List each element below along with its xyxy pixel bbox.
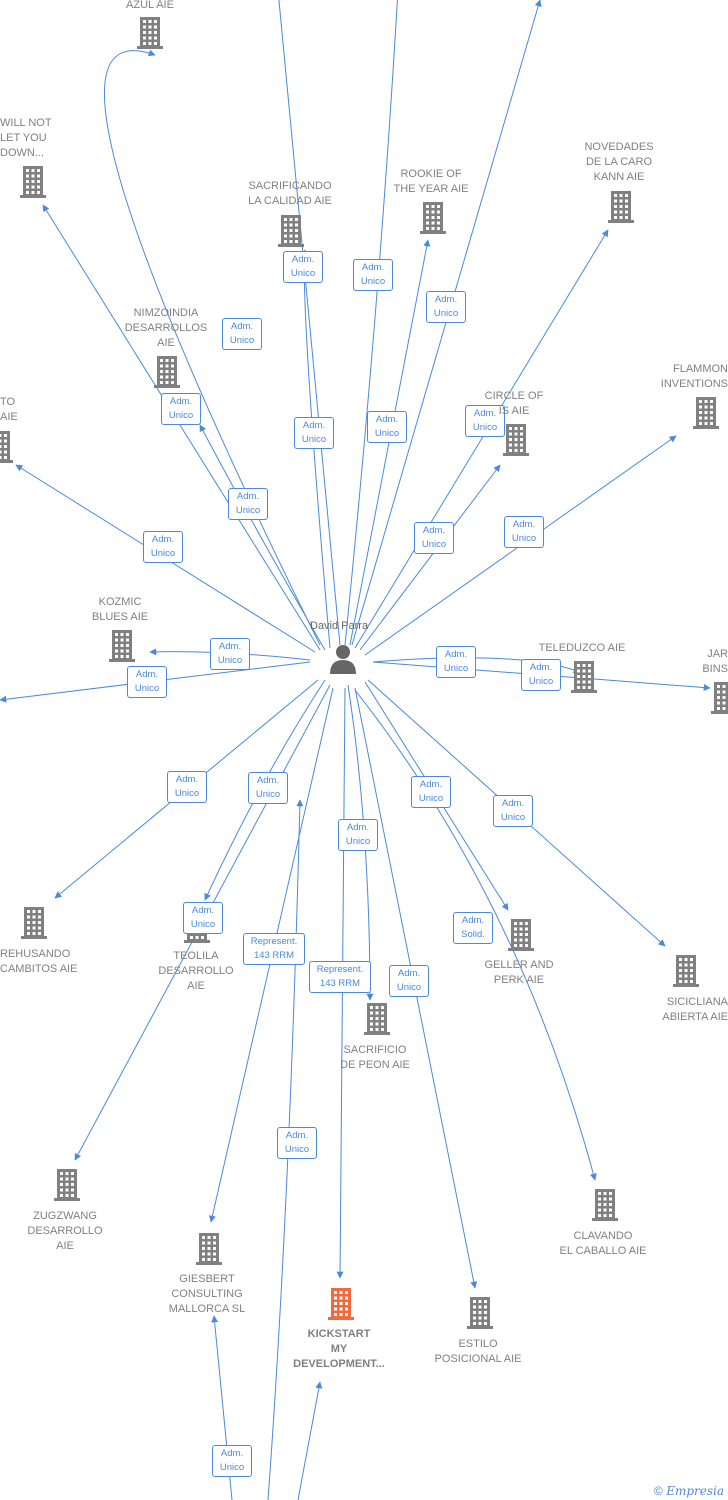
- edge-label[interactable]: Adm. Unico: [493, 795, 533, 827]
- edge-label[interactable]: Adm. Unico: [222, 318, 262, 350]
- edge-label[interactable]: Adm. Unico: [338, 819, 378, 851]
- building-icon[interactable]: [0, 431, 13, 463]
- edges-layer: [0, 0, 711, 1500]
- edge-line: [104, 49, 321, 646]
- edge-label[interactable]: Represent. 143 RRM: [243, 933, 305, 965]
- copyright-icon: ©: [654, 1484, 663, 1498]
- building-icon[interactable]: [711, 682, 728, 714]
- building-icon[interactable]: [278, 215, 304, 247]
- edge-line: [42, 204, 321, 651]
- edge-label[interactable]: Adm. Unico: [521, 659, 561, 691]
- edge-label[interactable]: Adm. Unico: [294, 417, 334, 449]
- edge-line: [344, 0, 398, 646]
- building-icon[interactable]: [328, 1288, 354, 1320]
- edge-label[interactable]: Represent. 143 RRM: [309, 961, 371, 993]
- edge-label[interactable]: Adm. Unico: [389, 965, 429, 997]
- edge-label[interactable]: Adm. Unico: [228, 488, 268, 520]
- edge-label[interactable]: Adm. Solid.: [453, 912, 493, 944]
- edge-label[interactable]: Adm. Unico: [183, 902, 223, 934]
- edge-label[interactable]: Adm. Unico: [414, 522, 454, 554]
- edge-line: [199, 424, 326, 651]
- watermark: © Empresia: [654, 1484, 724, 1498]
- building-icon[interactable]: [137, 17, 163, 49]
- edge-label[interactable]: Adm. Unico: [353, 259, 393, 291]
- building-icon[interactable]: [21, 907, 47, 939]
- building-icon[interactable]: [196, 1233, 222, 1265]
- icons-layer: [0, 17, 728, 1329]
- building-icon[interactable]: [693, 397, 719, 429]
- person-name[interactable]: David Parra: [310, 620, 369, 632]
- building-icon[interactable]: [54, 1169, 80, 1201]
- edge-label[interactable]: Adm. Unico: [367, 411, 407, 443]
- building-icon[interactable]: [467, 1297, 493, 1329]
- building-icon[interactable]: [592, 1189, 618, 1221]
- edge-line: [372, 657, 581, 674]
- edge-label[interactable]: Adm. Unico: [127, 666, 167, 698]
- edge-line: [267, 799, 304, 1500]
- building-icon[interactable]: [154, 356, 180, 388]
- edge-line: [354, 689, 597, 1181]
- edge-label[interactable]: Adm. Unico: [210, 638, 250, 670]
- edge-label[interactable]: Adm. Unico: [465, 405, 505, 437]
- building-icon[interactable]: [571, 661, 597, 693]
- edge-line: [278, 0, 341, 646]
- edge-label[interactable]: Adm. Unico: [504, 516, 544, 548]
- brand-name: Empresia: [666, 1484, 724, 1498]
- building-icon[interactable]: [673, 955, 699, 987]
- building-icon[interactable]: [109, 630, 135, 662]
- edge-label[interactable]: Adm. Unico: [212, 1445, 252, 1477]
- building-icon[interactable]: [20, 166, 46, 198]
- edge-line: [359, 464, 501, 651]
- edge-label[interactable]: Adm. Unico: [277, 1127, 317, 1159]
- edge-line: [354, 229, 609, 649]
- building-icon[interactable]: [503, 424, 529, 456]
- edge-label[interactable]: Adm. Unico: [161, 393, 201, 425]
- person-icon[interactable]: [330, 645, 356, 674]
- building-icon[interactable]: [608, 191, 634, 223]
- edge-label[interactable]: Adm. Unico: [167, 771, 207, 803]
- edge-label[interactable]: Adm. Unico: [436, 646, 476, 678]
- edge-label[interactable]: Adm. Unico: [143, 531, 183, 563]
- building-icon[interactable]: [508, 919, 534, 951]
- edge-label[interactable]: Adm. Unico: [283, 251, 323, 283]
- building-icon[interactable]: [420, 202, 446, 234]
- edge-label[interactable]: Adm. Unico: [426, 291, 466, 323]
- building-icon[interactable]: [364, 1003, 390, 1035]
- edge-label[interactable]: Adm. Unico: [248, 772, 288, 804]
- edge-line: [297, 1381, 323, 1500]
- edge-label[interactable]: Adm. Unico: [411, 776, 451, 808]
